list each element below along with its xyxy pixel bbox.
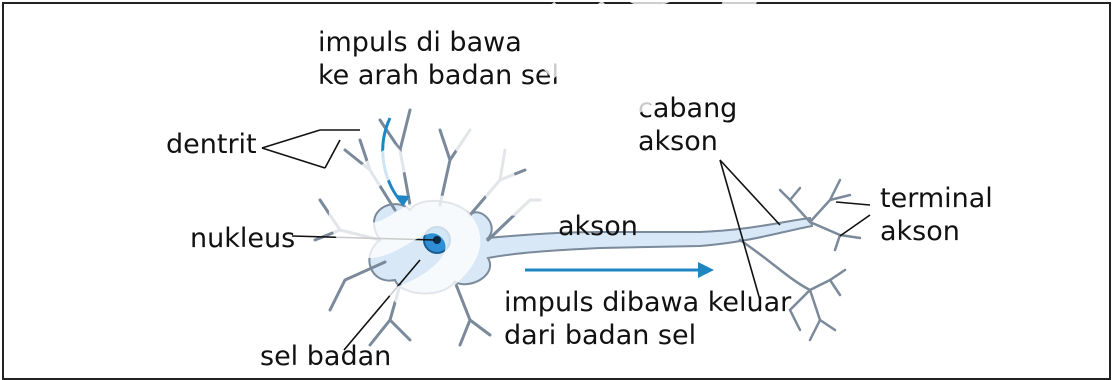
watermark-text: SatSuit SM bbox=[276, 0, 1115, 366]
